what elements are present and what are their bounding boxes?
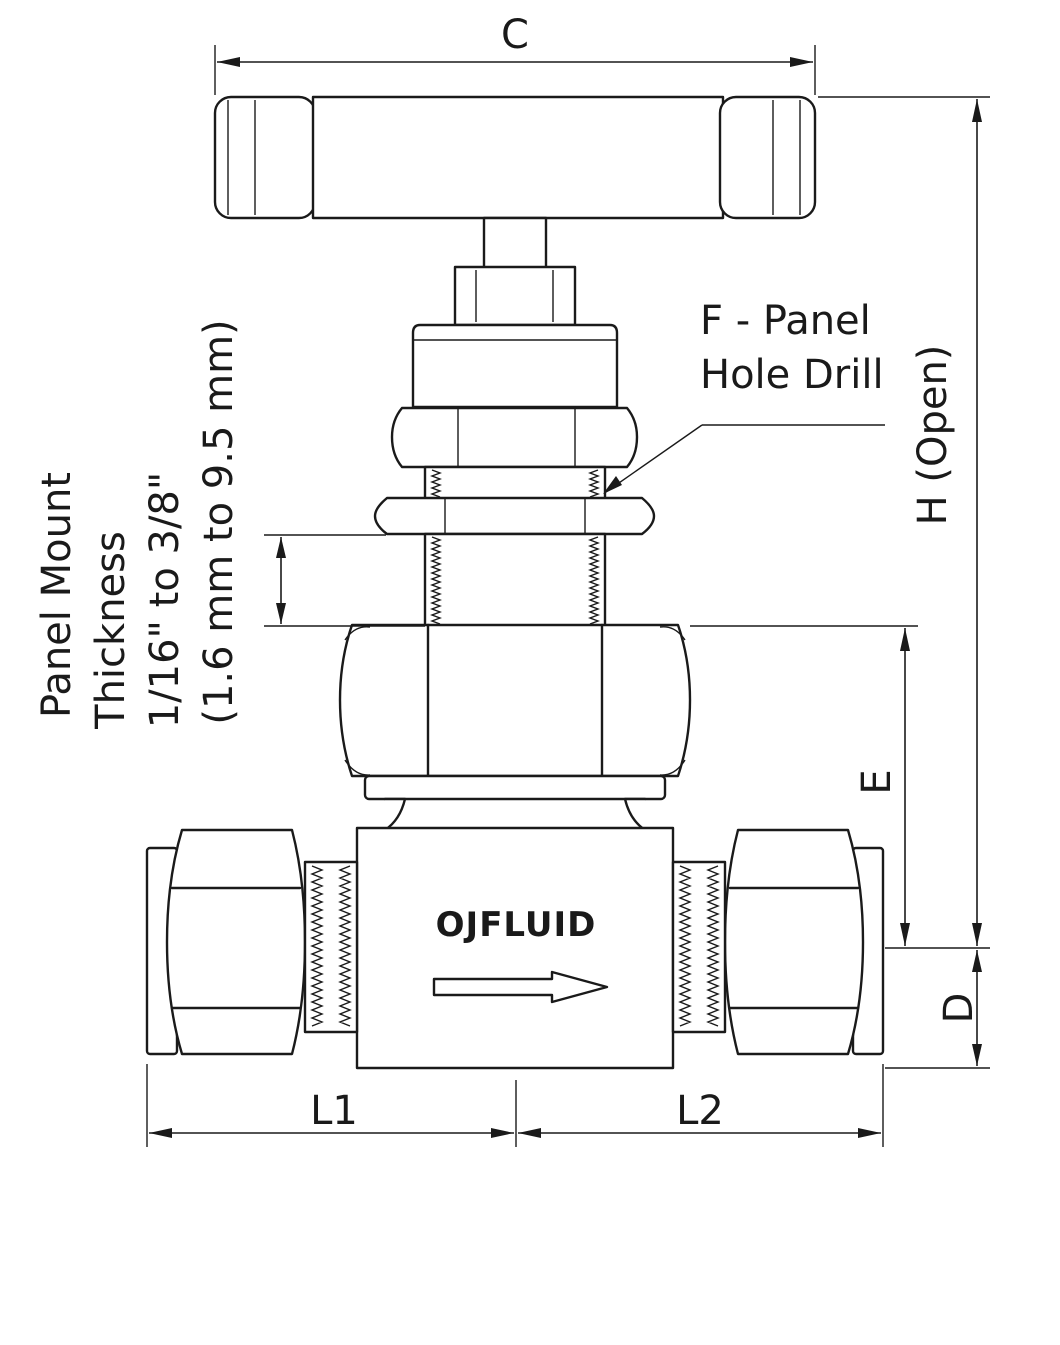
valve-stem	[453, 216, 577, 327]
dimension-l2-label: L2	[676, 1088, 724, 1134]
panel-thickness-dimension	[264, 534, 425, 627]
panel-note-line1: Panel Mount	[34, 472, 80, 718]
right-end-fitting	[671, 828, 885, 1056]
brand-label: OJFLUID	[436, 905, 597, 945]
panel-lock-nut	[373, 496, 656, 536]
t-handle	[213, 95, 817, 220]
packing-hex-nut	[338, 623, 692, 778]
dimension-d-label: D	[936, 993, 982, 1024]
dimension-h	[818, 96, 990, 949]
dimension-e	[690, 625, 918, 946]
f-label-line1: F - Panel	[700, 298, 871, 344]
dimension-e-label: E	[854, 769, 900, 794]
f-label-line2: Hole Drill	[700, 352, 884, 398]
panel-note-line2: Thickness	[88, 531, 134, 730]
dimension-l1-label: L1	[310, 1088, 358, 1134]
dimension-c-label: C	[501, 12, 529, 58]
left-end-fitting	[145, 828, 359, 1056]
panel-note-line4: (1.6 mm to 9.5 mm)	[196, 319, 242, 724]
valve-body	[355, 826, 675, 1070]
dimension-d	[885, 950, 990, 1069]
bonnet-washer	[363, 774, 667, 832]
panel-mount-note: Panel Mount Thickness 1/16" to 3/8" (1.6…	[34, 319, 242, 730]
dimension-l1-l2	[146, 1064, 884, 1147]
flow-arrow-icon	[432, 970, 609, 1004]
dimension-c	[214, 45, 816, 95]
upper-thread	[423, 465, 607, 501]
panel-note-line3: 1/16" to 3/8"	[142, 472, 188, 729]
f-leader-line	[603, 424, 885, 494]
dimension-h-label: H (Open)	[910, 345, 956, 526]
bonnet-hex-nut	[390, 406, 639, 469]
lower-thread	[423, 532, 607, 628]
bonnet	[411, 323, 619, 409]
